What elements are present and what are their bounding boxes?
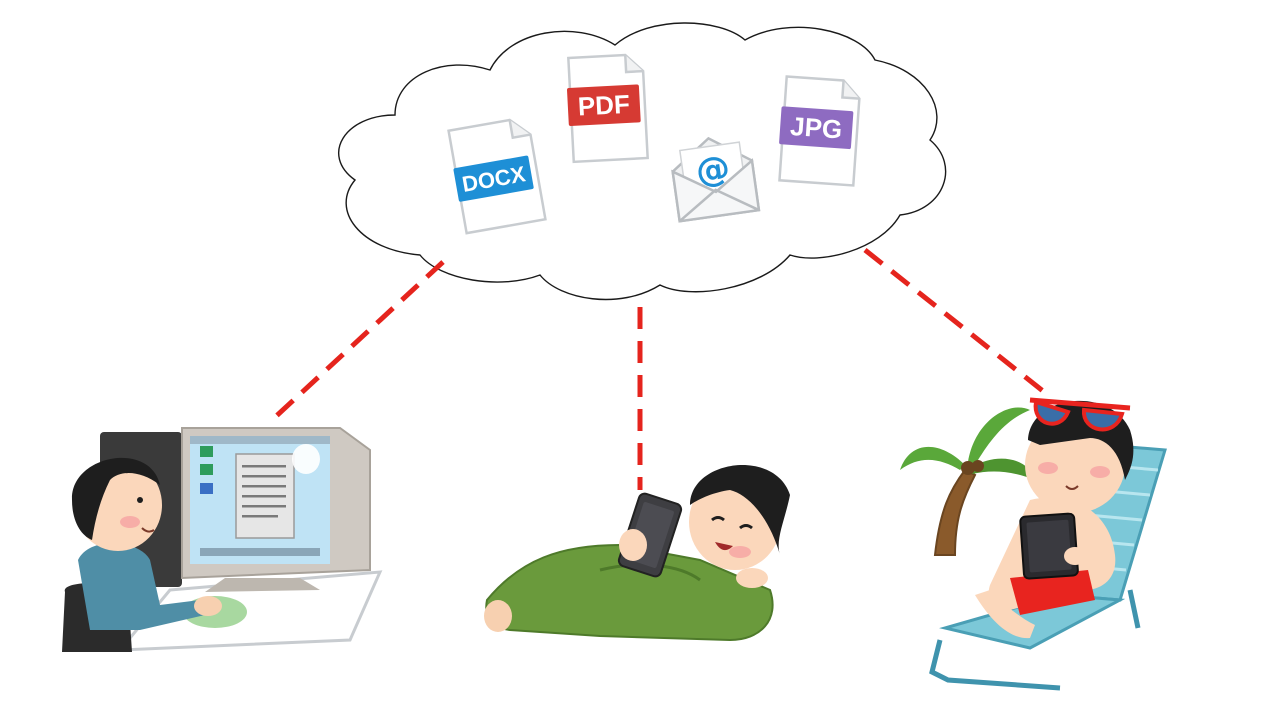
palm-tree	[900, 407, 1035, 556]
pdf-label: PDF	[577, 89, 630, 122]
connector-left	[270, 260, 445, 422]
pdf-file-icon: PDF	[567, 53, 649, 164]
jpg-file-icon: JPG	[778, 75, 861, 187]
docx-label-band	[453, 155, 534, 202]
hair	[690, 465, 790, 555]
connector-right	[863, 248, 1050, 397]
sunglasses	[1029, 397, 1131, 432]
jpg-label: JPG	[789, 111, 843, 145]
desktop-monitor	[181, 427, 371, 592]
desktop-worker-person	[62, 427, 383, 652]
email-envelope-icon: @	[671, 136, 761, 223]
jpg-label-band	[779, 106, 854, 150]
monitor-stand	[205, 578, 320, 592]
lying-phone-user-person	[484, 465, 790, 642]
tablet	[1019, 512, 1079, 580]
red-swimsuit	[1010, 570, 1095, 615]
beach-tablet-user-person	[900, 397, 1167, 691]
connectors	[270, 248, 1050, 490]
foot	[484, 600, 512, 632]
pdf-label-band	[567, 84, 641, 126]
torso	[78, 543, 205, 630]
hand	[619, 529, 647, 561]
docx-file-icon: DOCX	[447, 118, 547, 235]
hair	[71, 457, 160, 540]
hand	[194, 596, 222, 616]
